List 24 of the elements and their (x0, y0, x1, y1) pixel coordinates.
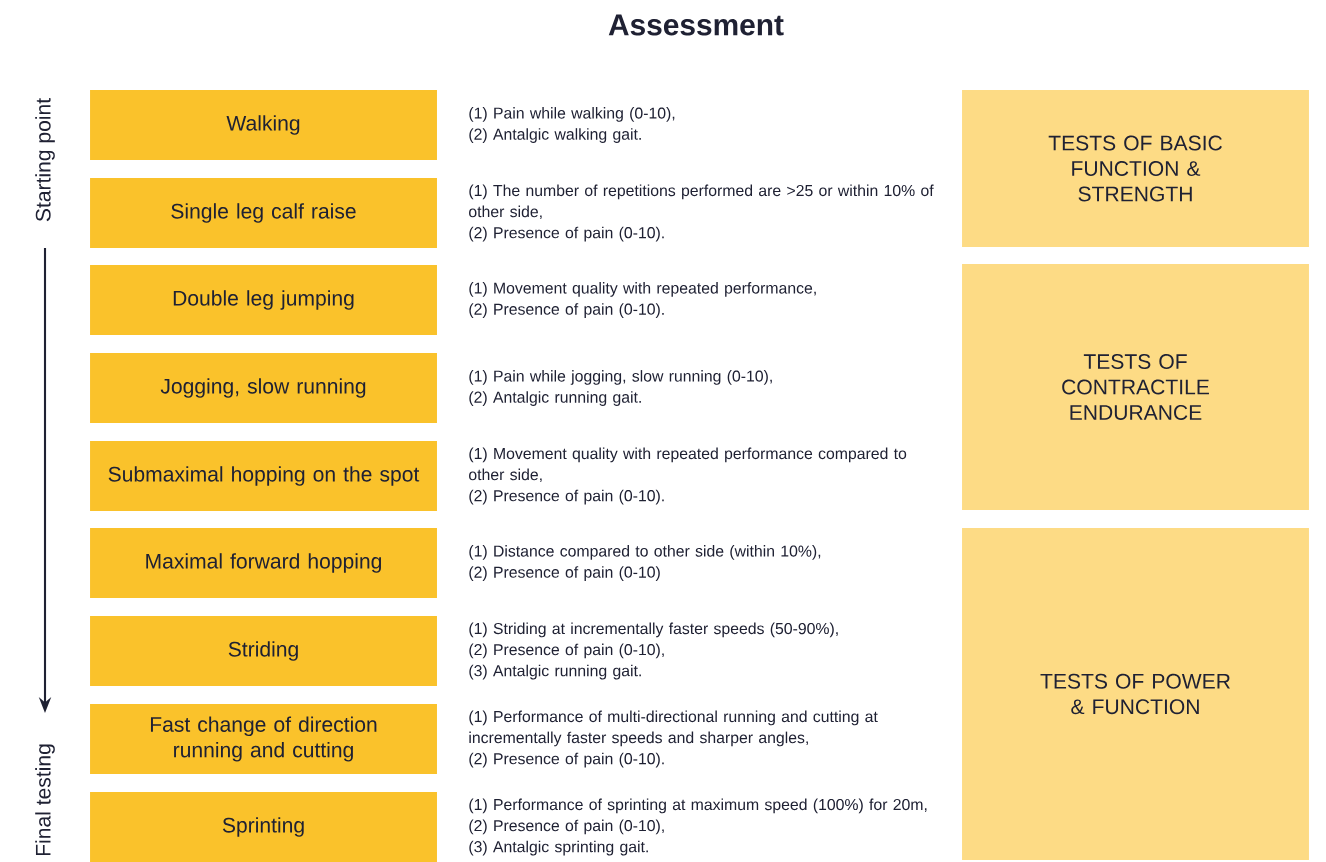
test-box: Double leg jumping (90, 265, 437, 335)
criteria-text: (1) Distance compared to other side (within 10%), (2) Presence of pain (0-10) (469, 545, 821, 581)
test-box: Single leg calf raise (90, 178, 437, 248)
criteria-text: (1) Movement quality with repeated performance compared to other side, (2) Presence of pain (0-10). (469, 447, 907, 505)
test-box: Walking (90, 90, 437, 160)
criteria-text: (1) Pain while jogging, slow running (0-10), (2) Antalgic running gait. (469, 370, 772, 406)
test-box: Striding (90, 616, 437, 686)
title: Assessment (608, 14, 784, 36)
criteria-text: (1) Movement quality with repeated performance, (2) Presence of pain (0-10). (469, 282, 816, 318)
criteria-text: (1) The number of repetitions performed are >25 or within 10% of other side, (2) Presence of pain (0-10). (469, 184, 934, 242)
test-box: Jogging, slow running (90, 353, 437, 423)
category-box: TESTS OF CONTRACTILE ENDURANCE (962, 264, 1309, 510)
test-box: Fast change of direction running and cutting (90, 704, 437, 774)
test-box: Submaximal hopping on the spot (90, 441, 437, 511)
stage-label: Starting point (35, 98, 55, 222)
criteria-text: (1) Pain while walking (0-10), (2) Antalgic walking gait. (469, 107, 675, 143)
test-box: Maximal forward hopping (90, 528, 437, 598)
category-box: TESTS OF BASIC FUNCTION & STRENGTH (962, 90, 1309, 247)
category-box: TESTS OF POWER & FUNCTION (962, 528, 1309, 860)
criteria-text: (1) Performance of multi-directional running and cutting at incrementally faster speeds and sharper angles, (2) Presence of pain (0-10). (469, 710, 878, 768)
test-box: Sprinting (90, 792, 437, 862)
stage-label: Final testing (35, 744, 55, 856)
criteria-text: (1) Performance of sprinting at maximum speed (100%) for 20m, (2) Presence of pain (0-10), (3) Antalgic sprinting gait. (469, 798, 927, 856)
criteria-text: (1) Striding at incrementally faster speeds (50-90%), (2) Presence of pain (0-10), (3) Antalgic running gait. (469, 622, 838, 680)
